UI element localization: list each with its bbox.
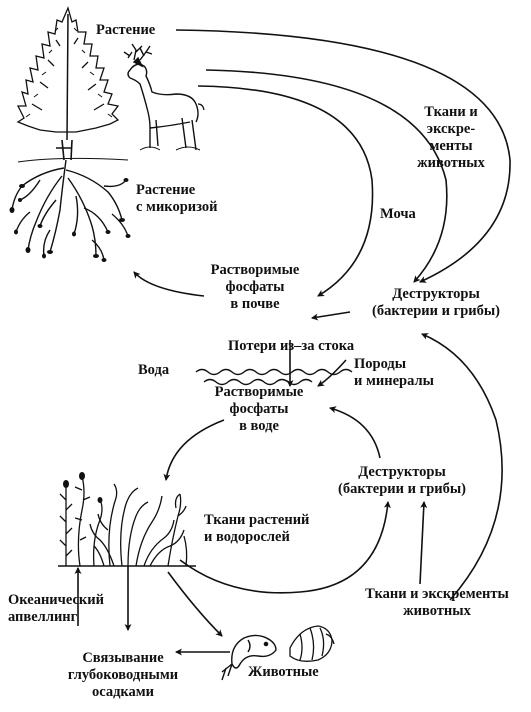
label-plant: Растение xyxy=(96,22,156,38)
shell-icon xyxy=(289,625,335,662)
label-soluble-soil: Растворимые фосфаты в почве xyxy=(210,262,300,312)
label-mycorrhiza: Растение с микоризой xyxy=(136,182,218,215)
label-animals: Животные xyxy=(248,664,319,680)
roots-icon xyxy=(9,157,131,262)
label-upwelling: Океанический апвеллинг xyxy=(8,592,104,625)
label-animal-tissues: Ткани и экскре- менты животных xyxy=(417,104,485,171)
arrow-water-to-aquatic-plants xyxy=(163,419,225,482)
label-soluble-water: Растворимые фосфаты в воде xyxy=(214,384,304,434)
label-rocks: Породы и минералы xyxy=(354,356,434,389)
label-urine: Моча xyxy=(380,206,416,222)
water-waves xyxy=(195,368,353,386)
arrow-plants-to-animals xyxy=(167,571,223,637)
label-decomposers-bottom: Деструкторы (бактерии и грибы) xyxy=(337,464,467,497)
pine-tree-icon xyxy=(16,6,120,161)
arrow-animal-tissues-to-decomposers xyxy=(205,69,448,283)
arrow-rocks-to-water xyxy=(317,359,347,387)
label-decomposers-top: Деструкторы (бактерии и грибы) xyxy=(371,286,501,319)
cycle-arrows-top xyxy=(133,29,511,388)
label-animal-tissues-2: Ткани и экскременты животных xyxy=(365,586,509,619)
arrow-urine-to-soil xyxy=(197,85,374,297)
label-runoff: Потери из–за стока xyxy=(228,338,355,354)
arrow-plant-tissues-to-decomposers xyxy=(179,500,391,594)
deer-icon xyxy=(123,43,205,151)
arrow-soil-to-plant xyxy=(133,271,205,297)
label-binding: Связывание глубоководными осадками xyxy=(67,650,179,700)
seaweed-icon xyxy=(58,472,196,567)
arrow-animal-waste-to-decomposers xyxy=(419,500,428,585)
arrow-animals-to-soil-decomposers xyxy=(421,333,503,601)
label-water: Вода xyxy=(138,362,170,378)
label-plant-tissues: Ткани растений и водорослей xyxy=(204,512,310,545)
cycle-arrows-bottom xyxy=(74,333,503,656)
fish-icon xyxy=(221,634,277,681)
arrow-decomposers-to-water xyxy=(328,406,381,459)
arrow-decomposers-to-soil xyxy=(310,311,351,321)
arrow-plant-to-decomposers xyxy=(175,29,511,283)
